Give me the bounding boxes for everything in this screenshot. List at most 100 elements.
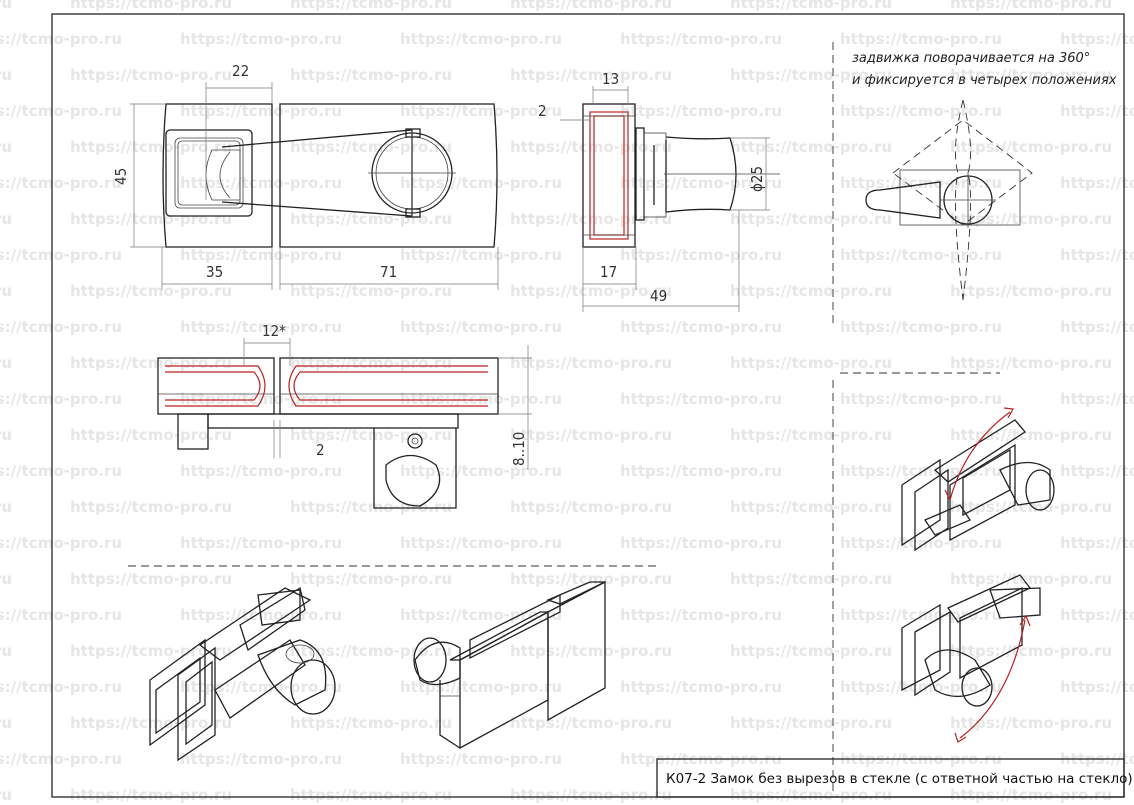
watermark-text: https://tcmo-pro.ru	[510, 354, 672, 372]
watermark-text: https://tcmo-pro.ru	[0, 750, 122, 768]
rotation-note-line2: и фиксируется в четырех положениях	[852, 73, 1117, 88]
watermark-text: https://tcmo-pro.ru	[0, 102, 122, 120]
watermark-text: https://tcmo-pro.ru	[400, 462, 562, 480]
dim-22: 22	[232, 62, 249, 80]
watermark-text: https://tcmo-pro.ru	[0, 570, 12, 588]
watermark-text: https://tcmo-pro.ru	[840, 678, 1002, 696]
watermark-text: https://tcmo-pro.ru	[70, 642, 232, 660]
watermark-text: https://tcmo-pro.ru	[0, 210, 12, 228]
iso-view-rotating-2	[901, 574, 1041, 743]
watermark-text: https://tcmo-pro.ru	[1060, 102, 1134, 120]
watermark-text: https://tcmo-pro.ru	[730, 786, 892, 804]
watermark-text: https://tcmo-pro.ru	[0, 426, 12, 444]
watermark-text: https://tcmo-pro.ru	[510, 498, 672, 516]
watermark-text: https://tcmo-pro.ru	[840, 462, 1002, 480]
watermark-text: https://tcmo-pro.ru	[0, 318, 122, 336]
watermark-text: https://tcmo-pro.ru	[70, 498, 232, 516]
watermark-text: https://tcmo-pro.ru	[1060, 246, 1134, 264]
watermark-text: https://tcmo-pro.ru	[400, 750, 562, 768]
title-block	[656, 758, 1125, 798]
dim-35: 35	[206, 263, 223, 281]
watermark-text: https://tcmo-pro.ru	[180, 246, 342, 264]
watermark-text: https://tcmo-pro.ru	[0, 66, 12, 84]
watermark-text: https://tcmo-pro.ru	[510, 66, 672, 84]
watermark-text: https://tcmo-pro.ru	[0, 498, 12, 516]
watermark-text: https://tcmo-pro.ru	[730, 426, 892, 444]
watermark-text: https://tcmo-pro.ru	[620, 30, 782, 48]
dim-12: 12*	[262, 322, 286, 340]
watermark-text: https://tcmo-pro.ru	[730, 642, 892, 660]
watermark-text: https://tcmo-pro.ru	[0, 30, 122, 48]
watermark-text: https://tcmo-pro.ru	[510, 0, 672, 12]
dim-25-diameter: ϕ25	[748, 166, 766, 192]
watermark-text: https://tcmo-pro.ru	[620, 102, 782, 120]
rotation-view	[865, 99, 1033, 301]
watermark-text: https://tcmo-pro.ru	[0, 354, 12, 372]
watermark-text: https://tcmo-pro.ru	[180, 390, 342, 408]
side-view-dimensions	[560, 86, 770, 312]
watermark-text: https://tcmo-pro.ru	[730, 0, 892, 12]
watermark-text: https://tcmo-pro.ru	[730, 210, 892, 228]
watermark-text: https://tcmo-pro.ru	[0, 174, 122, 192]
watermark-text: https://tcmo-pro.ru	[0, 606, 122, 624]
drawing-frame	[51, 13, 1125, 798]
watermark-text: https://tcmo-pro.ru	[620, 534, 782, 552]
watermark-text: https://tcmo-pro.ru	[180, 102, 342, 120]
watermark-text: https://tcmo-pro.ru	[950, 498, 1112, 516]
watermark-text: https://tcmo-pro.ru	[950, 786, 1112, 804]
watermark-text: https://tcmo-pro.ru	[730, 714, 892, 732]
watermark-text: https://tcmo-pro.ru	[290, 0, 452, 12]
watermark-text: https://tcmo-pro.ru	[180, 30, 342, 48]
watermark-text: https://tcmo-pro.ru	[290, 714, 452, 732]
watermark-text: https://tcmo-pro.ru	[0, 642, 12, 660]
watermark-text: https://tcmo-pro.ru	[180, 174, 342, 192]
watermark-text: https://tcmo-pro.ru	[0, 714, 12, 732]
watermark-text: https://tcmo-pro.ru	[0, 390, 122, 408]
watermark-text: https://tcmo-pro.ru	[950, 426, 1112, 444]
watermark-text: https://tcmo-pro.ru	[400, 390, 562, 408]
watermark-text: https://tcmo-pro.ru	[840, 606, 1002, 624]
watermark-text: https://tcmo-pro.ru	[730, 282, 892, 300]
drawing-title: К07-2 Замок без вырезов в стекле (с отве…	[666, 771, 1133, 787]
watermark-text: https://tcmo-pro.ru	[1060, 606, 1134, 624]
watermark-text: https://tcmo-pro.ru	[510, 570, 672, 588]
watermark-text: https://tcmo-pro.ru	[400, 246, 562, 264]
watermark-text: https://tcmo-pro.ru	[620, 318, 782, 336]
watermark-text: https://tcmo-pro.ru	[510, 282, 672, 300]
watermark-text: https://tcmo-pro.ru	[1060, 390, 1134, 408]
watermark-text: https://tcmo-pro.ru	[1060, 678, 1134, 696]
watermark-text: https://tcmo-pro.ru	[180, 678, 342, 696]
watermark-text: https://tcmo-pro.ru	[70, 354, 232, 372]
watermark-text: https://tcmo-pro.ru	[0, 462, 122, 480]
watermark-text: https://tcmo-pro.ru	[180, 318, 342, 336]
watermark-text: https://tcmo-pro.ru	[1060, 462, 1134, 480]
watermark-text: https://tcmo-pro.ru	[950, 66, 1112, 84]
dim-71: 71	[380, 263, 397, 281]
watermark-text: https://tcmo-pro.ru	[840, 246, 1002, 264]
watermark-text: https://tcmo-pro.ru	[70, 714, 232, 732]
watermark-text: https://tcmo-pro.ru	[840, 318, 1002, 336]
watermark-text: https://tcmo-pro.ru	[400, 174, 562, 192]
watermark-text: https://tcmo-pro.ru	[950, 282, 1112, 300]
watermark-text: https://tcmo-pro.ru	[400, 534, 562, 552]
top-view-dimensions	[243, 338, 532, 470]
watermark-text: https://tcmo-pro.ru	[70, 0, 232, 12]
watermark-text: https://tcmo-pro.ru	[620, 678, 782, 696]
front-view	[162, 103, 498, 248]
dim-2-top: 2	[538, 102, 547, 120]
watermark-text: https://tcmo-pro.ru	[510, 426, 672, 444]
watermark-text: https://tcmo-pro.ru	[950, 0, 1112, 12]
watermark-text: https://tcmo-pro.ru	[730, 66, 892, 84]
dim-17: 17	[600, 263, 617, 281]
front-view-dimensions	[130, 82, 499, 290]
watermark-text: https://tcmo-pro.ru	[840, 390, 1002, 408]
watermark-text: https://tcmo-pro.ru	[0, 678, 122, 696]
watermark-text: https://tcmo-pro.ru	[180, 534, 342, 552]
watermark-text: https://tcmo-pro.ru	[620, 174, 782, 192]
dim-49: 49	[650, 287, 667, 305]
watermark-text: https://tcmo-pro.ru	[70, 138, 232, 156]
dim-45: 45	[112, 168, 130, 185]
watermark-text: https://tcmo-pro.ru	[510, 210, 672, 228]
side-view	[582, 103, 780, 248]
watermark-text: https://tcmo-pro.ru	[620, 462, 782, 480]
